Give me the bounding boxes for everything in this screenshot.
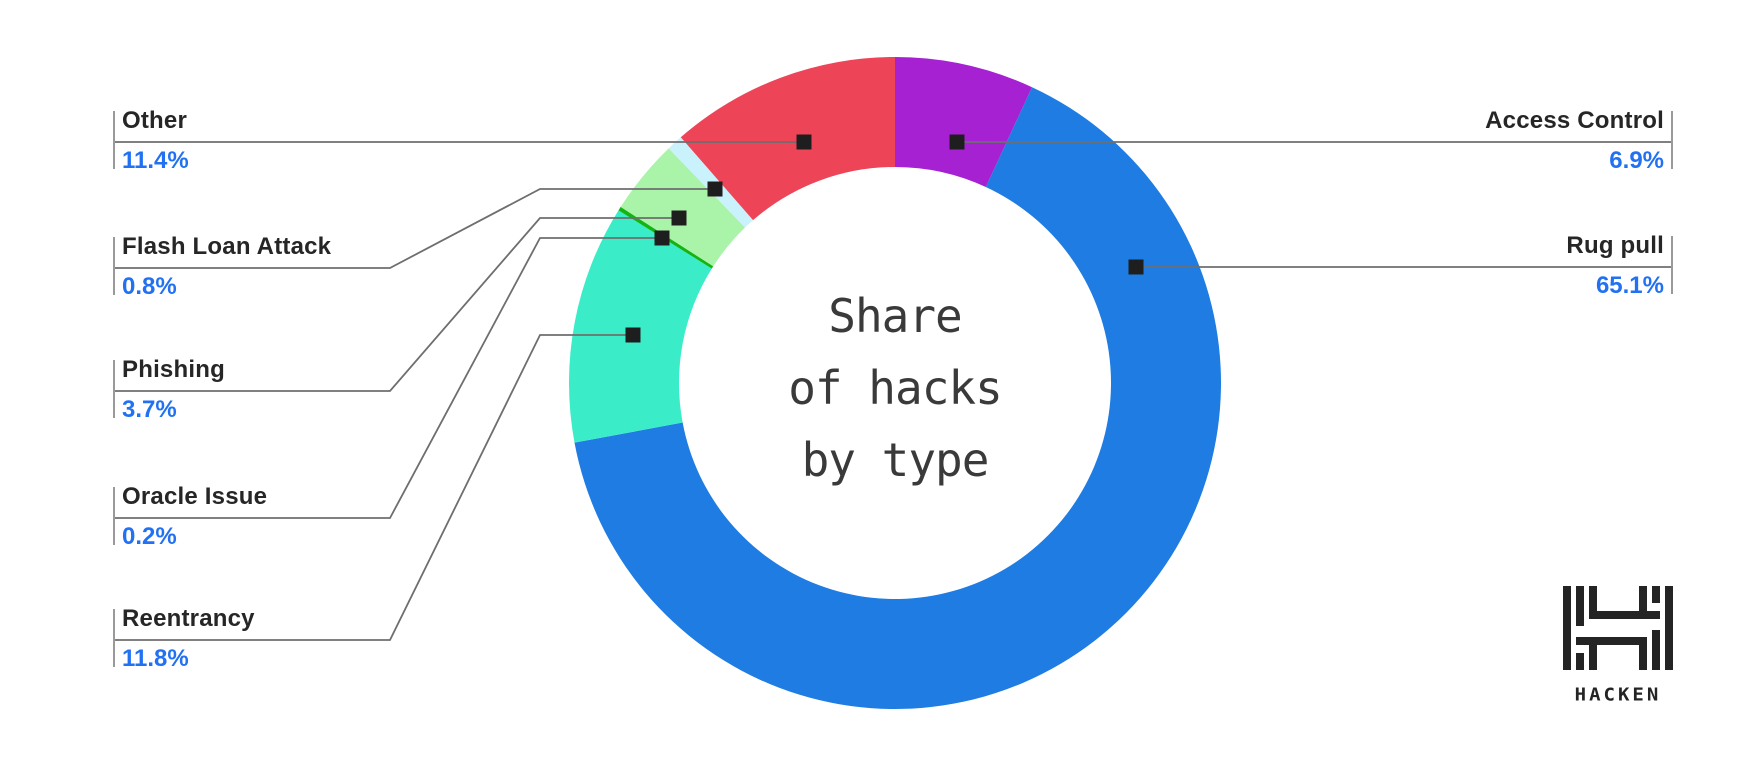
slice-label-reentrancy: Reentrancy 11.8% — [122, 604, 452, 672]
leader-marker-flash-loan-attack — [707, 181, 723, 197]
leader-marker-other — [796, 134, 812, 150]
hacken-wordmark: HACKEN — [1574, 684, 1662, 706]
slice-percent: 6.9% — [1609, 147, 1664, 174]
pie-slice-access-control — [895, 57, 1033, 188]
pie-slice-rug-pull — [574, 87, 1221, 710]
slice-label-flash-loan-attack: Flash Loan Attack 0.8% — [122, 232, 452, 300]
slice-label-other: Other 11.4% — [122, 106, 452, 174]
chart-title-line: of hacks — [788, 361, 1003, 415]
slice-percent: 3.7% — [122, 396, 177, 423]
leader-line-phishing — [114, 217, 679, 392]
hacken-logo-icon — [1563, 586, 1673, 670]
slice-percent: 0.8% — [122, 273, 177, 300]
slice-label-text: Flash Loan Attack — [122, 233, 332, 260]
pie-slice-phishing — [620, 148, 746, 267]
leader-line-oracle-issue — [114, 237, 662, 519]
slice-percent: 11.8% — [122, 645, 189, 672]
slice-label-oracle-issue: Oracle Issue 0.2% — [122, 482, 452, 550]
leader-marker-rug-pull — [1128, 259, 1144, 275]
slice-label-text: Rug pull — [1566, 232, 1664, 259]
slice-label-rug-pull: Rug pull 65.1% — [1334, 231, 1664, 299]
leader-line-reentrancy — [114, 334, 633, 641]
slice-label-text: Other — [122, 107, 188, 134]
chart-title-line: by type — [801, 433, 990, 487]
leader-marker-oracle-issue — [654, 230, 670, 246]
chart-title-line: Share — [828, 289, 962, 343]
slice-percent: 0.2% — [122, 523, 177, 550]
leader-marker-phishing — [671, 210, 687, 226]
slice-label-text: Oracle Issue — [122, 483, 268, 510]
slice-label-phishing: Phishing 3.7% — [122, 355, 452, 423]
slice-percent: 11.4% — [122, 147, 189, 174]
slice-label-text: Access Control — [1485, 107, 1664, 134]
leader-marker-access-control — [949, 134, 965, 150]
slice-label-text: Reentrancy — [122, 605, 255, 632]
slice-label-access-control: Access Control 6.9% — [1334, 106, 1664, 174]
leader-marker-reentrancy — [625, 327, 641, 343]
pie-slice-other — [680, 57, 895, 221]
hacken-logo: HACKEN — [1563, 586, 1673, 706]
pie-slice-reentrancy — [569, 210, 712, 443]
slice-label-text: Phishing — [122, 356, 225, 383]
leader-line-flash-loan-attack — [114, 188, 715, 269]
slice-percent: 65.1% — [1595, 272, 1664, 299]
